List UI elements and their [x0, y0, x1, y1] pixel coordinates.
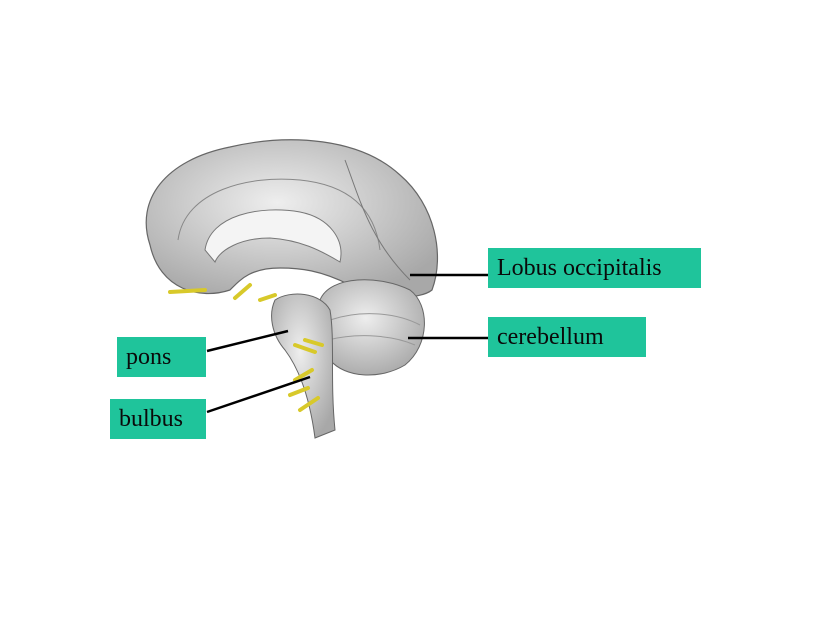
cerebellum-shape: [317, 279, 425, 376]
leader-lines: [206, 273, 488, 414]
cranial-nerves: [168, 283, 324, 412]
label-lobus-occipitalis: Lobus occipitalis: [488, 248, 701, 288]
label-pons: pons: [117, 337, 206, 377]
label-cerebellum: cerebellum: [488, 317, 646, 357]
brainstem: [271, 293, 336, 439]
corpus-callosum: [204, 209, 342, 263]
label-bulbus: bulbus: [110, 399, 206, 439]
